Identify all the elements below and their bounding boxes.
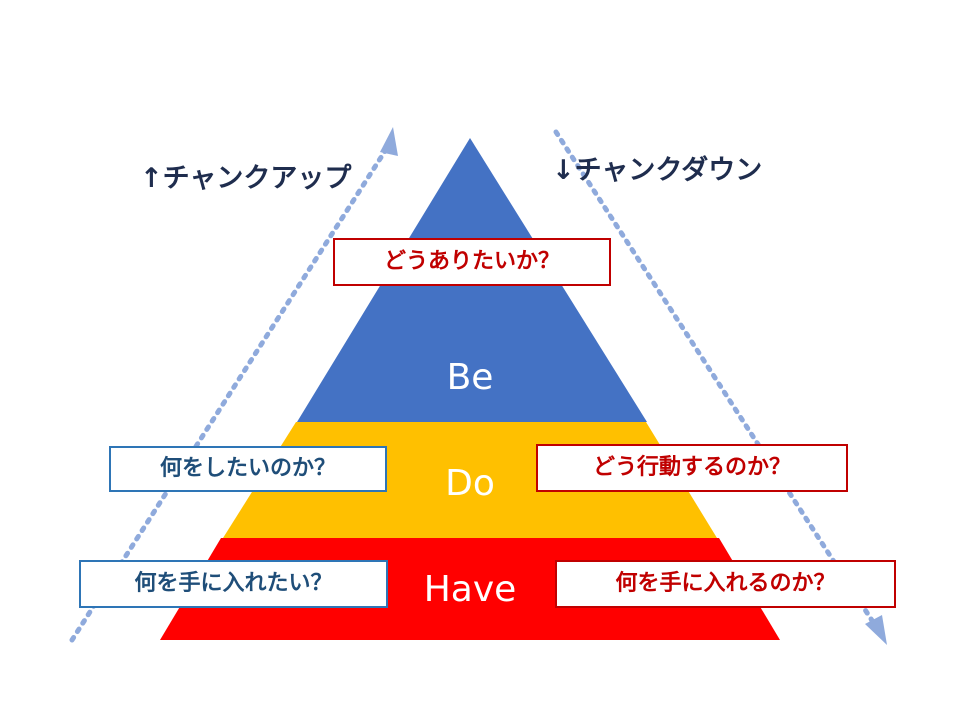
question-be-box: どうありたいか？ — [333, 238, 611, 286]
chunk-up-heading: ↑チャンクアップ — [140, 163, 352, 194]
tier-be-label: Be — [446, 357, 494, 398]
chunk-down-arrow-line — [553, 129, 876, 625]
chunk-up-arrow-line — [69, 145, 390, 643]
question-have-want-box: 何を手に入れたい？ — [79, 560, 388, 608]
chunk-up-arrowhead-icon — [380, 127, 398, 156]
question-have-how-box: 何を手に入れるのか？ — [555, 560, 896, 608]
question-do-want-box: 何をしたいのか？ — [109, 446, 387, 492]
chunk-down-arrowhead-icon — [865, 615, 887, 645]
chunk-down-heading: ↓チャンクダウン — [552, 155, 763, 186]
tier-have-label: Have — [423, 569, 517, 610]
question-do-how-box: どう行動するのか？ — [536, 444, 848, 492]
tier-do-label: Do — [445, 463, 495, 504]
